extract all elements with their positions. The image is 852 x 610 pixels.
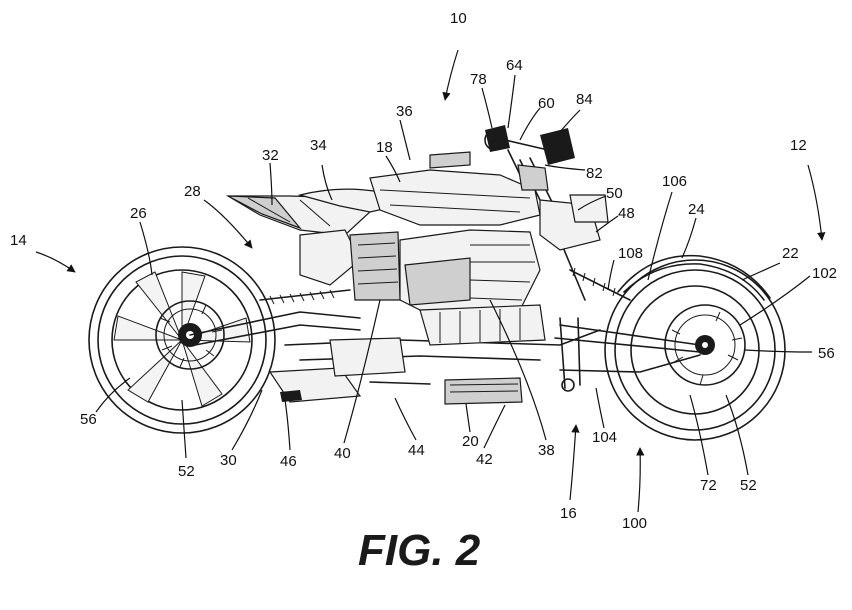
label-52b: 52	[740, 477, 757, 494]
label-102: 102	[812, 265, 837, 282]
label-14: 14	[10, 232, 27, 249]
direction-arrows	[35, 49, 826, 513]
label-28: 28	[184, 183, 201, 200]
label-20: 20	[462, 433, 479, 450]
label-12: 12	[790, 137, 807, 154]
reference-labels: 10 12 14 16 18 20 22 24 26 28 30 32 34 3…	[10, 10, 837, 532]
label-18: 18	[376, 139, 393, 156]
label-44: 44	[408, 442, 425, 459]
label-100: 100	[622, 515, 647, 532]
label-32: 32	[262, 147, 279, 164]
label-56b: 56	[818, 345, 835, 362]
handlebar-assembly	[484, 125, 575, 191]
label-56a: 56	[80, 411, 97, 428]
label-34: 34	[310, 137, 327, 154]
label-106: 106	[662, 173, 687, 190]
label-72: 72	[700, 477, 717, 494]
label-26: 26	[130, 205, 147, 222]
body-panels	[225, 151, 609, 405]
label-40: 40	[334, 445, 351, 462]
rear-wheel	[88, 246, 276, 434]
label-22: 22	[782, 245, 799, 262]
label-36: 36	[396, 103, 413, 120]
label-24: 24	[688, 201, 705, 218]
label-42: 42	[476, 451, 493, 468]
label-16: 16	[560, 505, 577, 522]
label-38: 38	[538, 442, 555, 459]
label-10: 10	[450, 10, 467, 27]
label-52a: 52	[178, 463, 195, 480]
label-46: 46	[280, 453, 297, 470]
label-50: 50	[606, 185, 623, 202]
label-84: 84	[576, 91, 593, 108]
figure-caption: FIG. 2	[358, 526, 481, 575]
leader-lines	[95, 74, 813, 476]
label-48: 48	[618, 205, 635, 222]
label-30: 30	[220, 452, 237, 469]
rear-brake-disc	[155, 300, 225, 370]
label-60: 60	[538, 95, 555, 112]
label-78: 78	[470, 71, 487, 88]
label-108: 108	[618, 245, 643, 262]
label-104: 104	[592, 429, 617, 446]
label-64: 64	[506, 57, 523, 74]
label-82: 82	[586, 165, 603, 182]
front-brake-disc	[664, 304, 746, 386]
